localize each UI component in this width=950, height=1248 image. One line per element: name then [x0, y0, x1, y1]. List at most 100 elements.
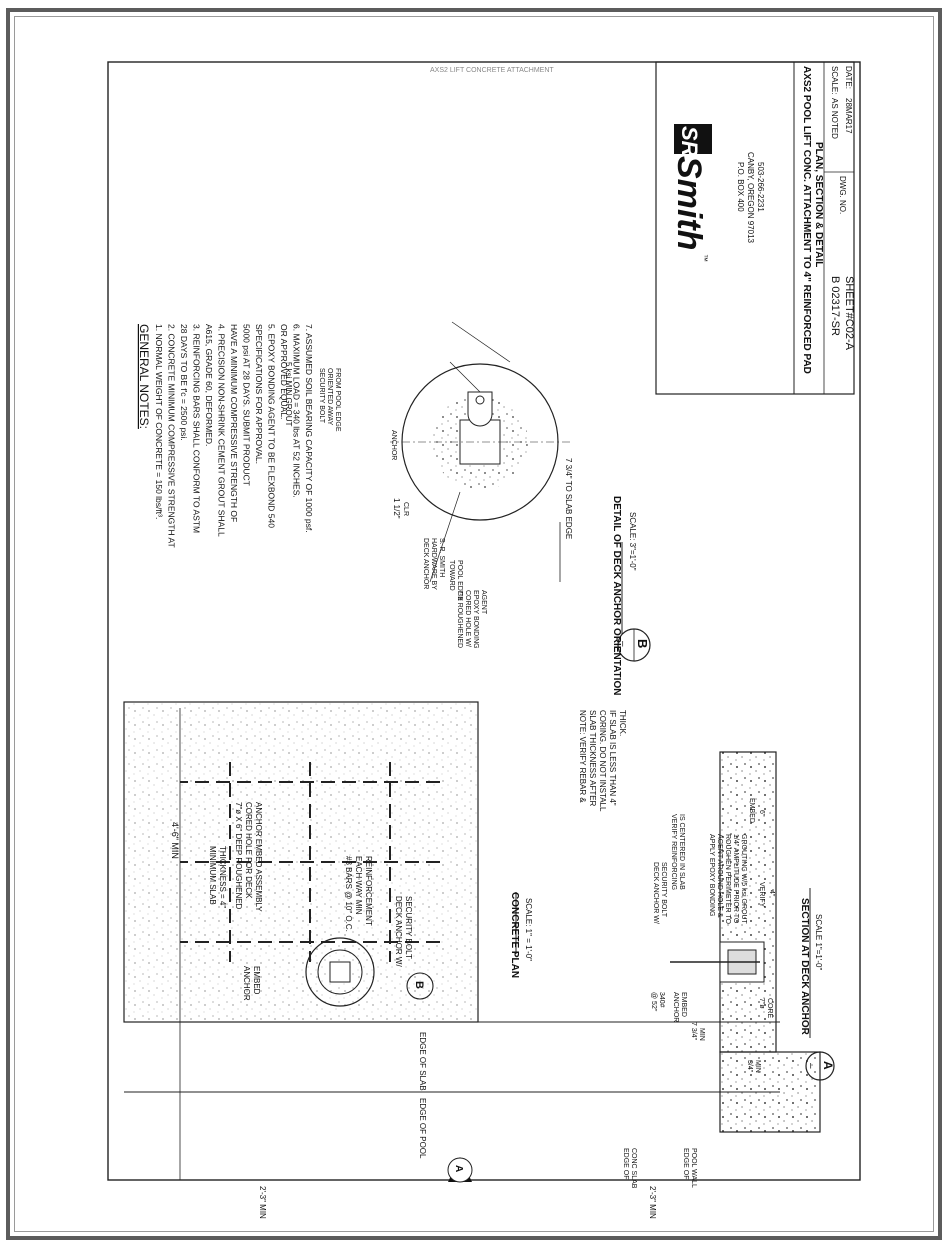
note-line: 7. ASSUMED SOIL BEARING CAPACITY OF 1000…	[304, 324, 314, 533]
detail-b-cored1: 7"ø ROUGHENED	[456, 590, 463, 648]
logo-smith: Smith	[670, 156, 708, 250]
detail-b-hw1: DECK ANCHOR	[422, 538, 429, 589]
section-a-load2: @ 52"	[650, 992, 657, 1012]
detail-b-security2: ORIENTED AWAY	[326, 368, 333, 426]
tb-scale-label: SCALE:	[830, 66, 839, 94]
note-line: 3. REINFORCING BARS SHALL CONFORM TO AST…	[192, 324, 202, 533]
section-a-min4: MIN	[754, 1060, 761, 1073]
plan-bars1: #3 BARS @ 10" O.C.	[344, 856, 353, 932]
section-a-embed-dim: 6"	[758, 810, 765, 817]
plan-dim-top: 4'-6" MIN	[170, 822, 180, 859]
section-a-epoxy2: AGENT AROUND HOLE &	[716, 834, 723, 918]
note-line: 5000 psi AT 28 DAYS. SUBMIT PRODUCT	[242, 324, 252, 486]
plan-dim-left1: 2'-3" MIN	[648, 1186, 657, 1219]
detail-b-security3: FROM POOL EDGE	[334, 368, 341, 432]
note-l1: NOTE: VERIFY REBAR &	[578, 710, 587, 803]
notes-heading: GENERAL NOTES:	[137, 324, 151, 429]
note-l4: IF SLAB IS LESS THAN 4"	[608, 710, 617, 806]
tb-title2: PLAN, SECTION & DETAIL	[813, 142, 824, 267]
plan-anchor1: ANCHOR	[242, 966, 251, 1001]
detail-b-tag: B	[635, 639, 650, 648]
section-a-anchor1: ANCHOR	[672, 992, 679, 1022]
detail-b-tag-sub: –	[617, 641, 628, 647]
notes-list: 1. NORMAL WEIGHT OF CONCRETE = 150 lbs/f…	[154, 324, 314, 548]
section-a-verify: VERIFY	[758, 882, 765, 908]
detail-b-cored3: EPOXY BONDING	[472, 590, 479, 649]
section-a-core: 7"ø	[758, 998, 765, 1009]
plan-title: CONCRETE PLAN	[509, 892, 520, 978]
detail-b-anchor: ANCHOR	[390, 430, 397, 460]
detail-b-cored2: CORED HOLE W/	[464, 590, 471, 647]
tb-dwg-label: DWG. NO.	[838, 176, 847, 214]
detail-b-grout: 5 ksi MIN GROUT	[284, 362, 293, 427]
plan-slab2: THICKNESS = 4"	[218, 846, 227, 908]
detail-b-cored4: AGENT	[480, 590, 487, 615]
concrete-plan: B A 4'-6" MIN 2'-3" MIN 2'-3" MIN MINIMU…	[123, 701, 780, 1219]
page-inner-frame	[14, 16, 934, 1232]
section-a-tag: A	[821, 1061, 835, 1070]
section-a-vr2: IS CENTERED IN SLAB	[678, 814, 685, 890]
detail-b-clr1: 1 1/2"	[392, 498, 401, 519]
plan-tag-b: B	[413, 981, 425, 989]
tb-date-value: 28MAR17	[844, 98, 853, 134]
plan-edge-pool: EDGE OF POOL	[418, 1098, 427, 1159]
tb-dwg-value: B 02317-SR	[829, 276, 841, 336]
plan-da2: SECURITY BOLT	[404, 896, 413, 959]
detail-b-dim: 7 3/4" TO SLAB EDGE	[564, 458, 573, 539]
tb-sheet-value: SHEET#C02-A	[843, 276, 855, 351]
section-a-min2: MIN	[698, 1028, 705, 1041]
logo-sr: SR	[677, 126, 702, 157]
tb-address2: CANBY, OREGON 97013	[746, 152, 755, 244]
section-a-four: 4"	[768, 890, 775, 897]
section-a-core2: CORE	[766, 998, 773, 1019]
plan-bars2: EACH WAY MIN	[354, 856, 363, 915]
note-line: OR APPROVED EQUAL.	[279, 324, 289, 419]
note-line: HAVE A MINIMUM COMPRESSIVE STRENGTH OF	[229, 324, 239, 522]
note-line: 2. CONCRETE MINIMUM COMPRESSIVE STRENGTH…	[167, 324, 177, 548]
section-a-edge-pool1: EDGE OF	[682, 1148, 689, 1180]
top-strip-text: AXS2 LIFT CONCRETE ATTACHMENT	[430, 67, 554, 74]
detail-b-title: DETAIL OF DECK ANCHOR ORIENTATION	[611, 496, 622, 695]
note-line: A615, GRADE 60, DEFORMED.	[204, 324, 214, 446]
section-a-vr1: VERIFY REINFORCING	[670, 814, 677, 890]
drawing-border	[107, 61, 861, 1181]
page-frame	[6, 8, 942, 1240]
logo-tm: ™	[700, 254, 709, 262]
section-a-edge-pool2: POOL WALL	[690, 1148, 697, 1188]
section-a-tag-sub: –	[805, 1063, 816, 1069]
plan-anchor2: EMBED	[252, 966, 261, 995]
tb-address1: P.O. BOX 400	[736, 162, 745, 212]
section-a-min1: 7 3/4"	[690, 1022, 697, 1041]
plan-scale: SCALE: 1" = 1'-0"	[524, 898, 533, 961]
tb-title1: AXS2 POOL LIFT CONC. ATTACHMENT TO 4" RE…	[801, 66, 812, 374]
detail-b-clr2: CLR	[402, 502, 409, 516]
section-a-edge-conc2: CONC SLAB	[630, 1148, 637, 1189]
section-a-title: SECTION AT DECK ANCHOR	[799, 898, 810, 1036]
plan-edge-slab: EDGE OF SLAB	[418, 1032, 427, 1091]
plan-bars3: REINFORCEMENT	[364, 856, 373, 926]
section-a-da1: DECK ANCHOR W/	[652, 862, 659, 924]
detail-b: B – DETAIL OF DECK ANCHOR ORIENTATION SC…	[284, 321, 651, 695]
section-a-epoxy3: ROUGHEN PERIMETER TO	[724, 834, 731, 925]
title-block: SR Smith ™ P.O. BOX 400 CANBY, OREGON 97…	[655, 61, 855, 395]
note-line: SPECIFICATIONS FOR APPROVAL.	[254, 324, 264, 464]
plan-dim-left2: 2'-3" MIN	[258, 1186, 267, 1219]
section-a-min3: 3/4"	[746, 1060, 753, 1073]
detail-b-hw2: HARDWARE BY	[430, 538, 437, 590]
note-line: 6. MAXIMUM LOAD = 340 lbs AT 52 INCHES.	[292, 324, 302, 498]
section-a-load1: 340#	[658, 992, 665, 1008]
section-a: A – SECTION AT DECK ANCHOR SCALE 1"=1'-0…	[622, 751, 835, 1189]
logo-sr-box	[674, 124, 712, 154]
plan-core2: CORED HOLE FOR DECK	[244, 802, 253, 899]
plan-slab1: MINIMUM SLAB	[208, 846, 217, 905]
note-line: 28 DAYS TO BE f'c = 2500 psi.	[179, 324, 189, 441]
rotated-drawing: GENERAL NOTES: 1. NORMAL WEIGHT OF CONCR…	[123, 61, 855, 1219]
detail-b-scale: SCALE: 3"=1'-0"	[628, 512, 637, 571]
section-a-epoxy1: APPLY EPOXY BONDING	[708, 834, 715, 916]
plan-da1: DECK ANCHOR W/	[394, 896, 403, 967]
note-line: 5. EPOXY BONDING AGENT TO BE FLEXBOND 54…	[267, 324, 277, 528]
tb-scale-value: AS NOTED	[830, 98, 839, 139]
section-a-scale: SCALE 1"=1'-0"	[814, 914, 823, 971]
detail-b-toward1: TOWARD	[448, 560, 455, 591]
